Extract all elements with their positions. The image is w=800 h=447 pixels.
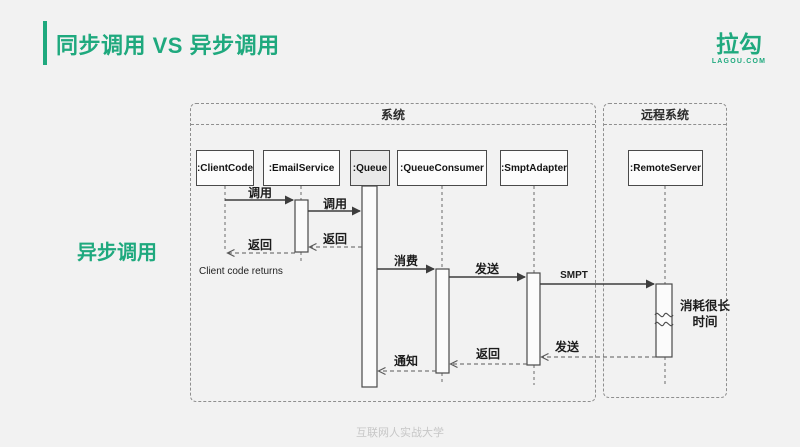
logo-text: 拉勾	[716, 31, 762, 57]
message-return-2: 返回	[247, 238, 272, 252]
footer-text: 互联网人实战大学	[356, 427, 444, 439]
note-long-time: 消耗很长 时间	[679, 299, 730, 329]
actor-queueconsumer: :QueueConsumer	[397, 150, 487, 186]
page-title: 同步调用 VS 异步调用	[56, 33, 280, 58]
frame-system: 系统	[190, 103, 596, 402]
section-label-async: 异步调用	[77, 242, 157, 264]
frame-remote-system: 远程系统	[603, 103, 727, 398]
frame-system-label: 系统	[191, 104, 595, 125]
message-return-1: 返回	[322, 232, 347, 246]
lagou-logo: 拉勾 LAGOU.COM	[704, 31, 774, 66]
logo-subtext: LAGOU.COM	[711, 58, 767, 65]
message-send-1: 发送	[474, 262, 499, 276]
actor-queue: :Queue	[350, 150, 390, 186]
actor-clientcode: :ClientCode	[196, 150, 254, 186]
note-client-code-returns: Client code returns	[199, 266, 283, 277]
message-return-3: 返回	[475, 347, 500, 361]
actor-smptadapter: :SmptAdapter	[500, 150, 568, 186]
message-consume: 消费	[393, 254, 418, 268]
actor-remoteserver: :RemoteServer	[628, 150, 703, 186]
actor-emailservice: :EmailService	[263, 150, 340, 186]
message-call-2: 调用	[322, 197, 347, 211]
message-smpt: SMPT	[560, 270, 588, 281]
title-accent-bar	[43, 21, 47, 65]
frame-remote-label: 远程系统	[604, 104, 726, 125]
message-send-2: 发送	[554, 340, 579, 354]
message-notify: 通知	[393, 354, 418, 368]
message-call-1: 调用	[247, 186, 272, 200]
